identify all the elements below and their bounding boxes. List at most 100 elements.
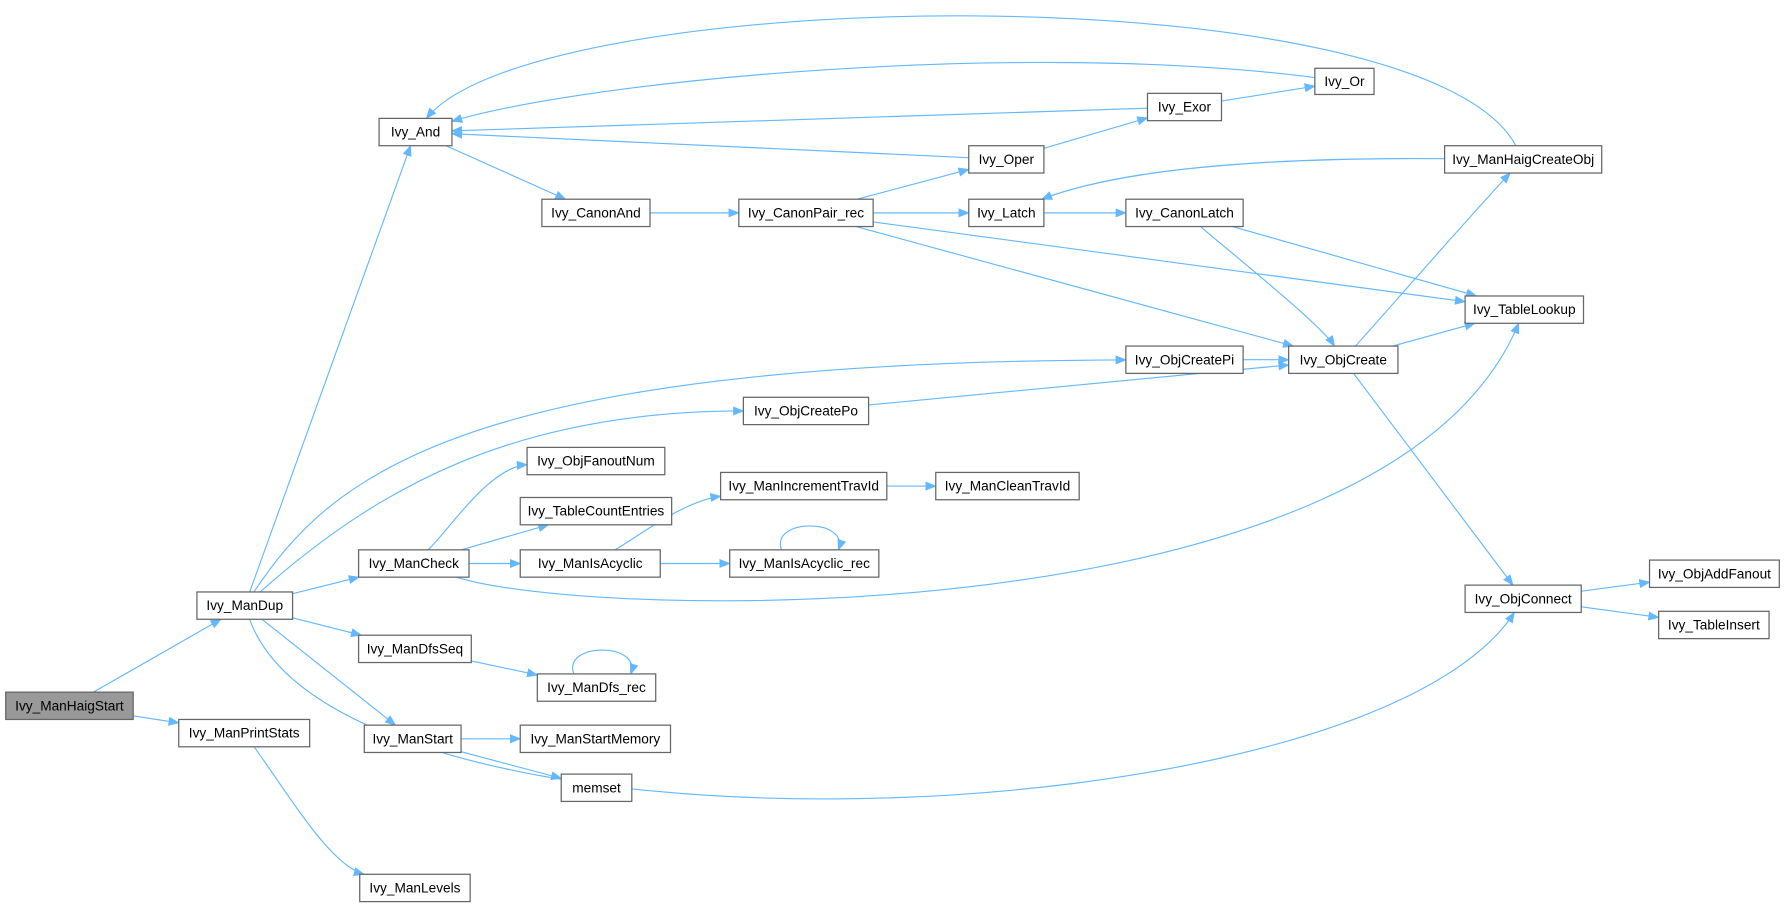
node-box: [519, 549, 661, 578]
node-TableCountEntries[interactable]: Ivy_TableCountEntries: [519, 496, 673, 526]
edge-Exor-to-Or: [1221, 83, 1316, 102]
edge-ManDfs_rec-to-ManDfs_rec: [572, 649, 639, 675]
node-label: Ivy_ManStartMemory: [530, 731, 660, 746]
node-ObjCreate[interactable]: Ivy_ObjCreate: [1288, 345, 1399, 375]
node-box: [1464, 295, 1585, 324]
node-box: [363, 724, 462, 754]
node-ObjCreatePi[interactable]: Ivy_ObjCreatePi: [1125, 345, 1244, 375]
node-ManDfs_rec[interactable]: Ivy_ManDfs_rec: [536, 673, 657, 702]
node-Latch[interactable]: Ivy_Latch: [968, 198, 1045, 228]
node-ObjFanoutNum[interactable]: Ivy_ObjFanoutNum: [526, 446, 666, 476]
node-label: Ivy_ObjAddFanout: [1658, 566, 1771, 581]
node-ObjConnect[interactable]: Ivy_ObjConnect: [1464, 584, 1582, 614]
node-label: Ivy_Oper: [979, 152, 1035, 167]
node-label: Ivy_ObjCreatePo: [754, 404, 858, 419]
node-label: Ivy_ManStart: [372, 731, 453, 746]
edge-ManDup-to-ManStart: [261, 618, 397, 726]
node-And[interactable]: Ivy_And: [378, 117, 453, 147]
edge-CanonPair_rec-to-ObjCreate: [855, 225, 1295, 348]
node-ManPrintStats[interactable]: Ivy_ManPrintStats: [178, 718, 311, 748]
edge-CanonPair_rec-to-TableLookup: [873, 221, 1467, 305]
node-box: [560, 773, 633, 803]
node-TableLookup[interactable]: Ivy_TableLookup: [1464, 295, 1585, 324]
edge-CanonLatch-to-ObjCreate: [1200, 226, 1336, 348]
edge-ObjCreate-to-ManHaigCreateObj: [1355, 172, 1511, 347]
node-box: [196, 591, 294, 620]
nodes-layer: Ivy_ManHaigStart Ivy_ManDupIvy_ManPrintSt…: [5, 67, 1780, 903]
node-label: Ivy_ManIsAcyclic_rec: [739, 556, 870, 571]
node-Oper[interactable]: Ivy_Oper: [968, 145, 1045, 174]
edge-ManIsAcyclic_rec-to-ManIsAcyclic_rec: [779, 525, 847, 551]
node-ManStart[interactable]: Ivy_ManStart: [363, 724, 462, 754]
node-label: Ivy_ManHaigCreateObj: [1452, 152, 1594, 167]
node-box: [1288, 345, 1399, 375]
edge-ObjConnect-to-ObjAddFanout: [1581, 579, 1651, 592]
node-box: [742, 396, 870, 426]
node-CanonAnd[interactable]: Ivy_CanonAnd: [541, 198, 651, 228]
node-box: [541, 198, 651, 228]
node-label: Ivy_TableInsert: [1668, 618, 1760, 633]
node-label: Ivy_ManCleanTravId: [945, 479, 1071, 494]
node-box: [1464, 584, 1582, 614]
edge-ManCheck-to-ObjFanoutNum: [427, 460, 529, 551]
node-ManDfsSeq[interactable]: Ivy_ManDfsSeq: [357, 634, 472, 664]
node-ObjCreatePo[interactable]: Ivy_ObjCreatePo: [742, 396, 870, 426]
node-ManStartMemory[interactable]: Ivy_ManStartMemory: [519, 724, 672, 754]
edge-ObjConnect-to-TableInsert: [1581, 606, 1660, 621]
edge-Exor-to-And: [450, 107, 1148, 136]
node-label: Ivy_ManCheck: [369, 556, 459, 571]
edge-ManCheck-to-TableLookup: [456, 322, 1520, 602]
node-ManIsAcyclic[interactable]: Ivy_ManIsAcyclic: [519, 549, 661, 578]
node-ManLevels[interactable]: Ivy_ManLevels: [359, 873, 471, 903]
edge-ObjCreate-to-ObjConnect: [1353, 373, 1514, 587]
node-box: [968, 198, 1045, 228]
edge-CanonLatch-to-TableLookup: [1232, 225, 1478, 298]
node-box: [719, 471, 888, 501]
node-label: Ivy_ManDfs_rec: [547, 680, 646, 695]
node-label: Ivy_ManIsAcyclic: [538, 556, 643, 571]
node-label: Ivy_ManPrintStats: [189, 726, 300, 741]
node-ManIsAcyclic_rec[interactable]: Ivy_ManIsAcyclic_rec: [729, 549, 880, 578]
node-box: [378, 117, 453, 147]
node-Or[interactable]: Ivy_Or: [1314, 67, 1375, 96]
node-ManIncrementTravId[interactable]: Ivy_ManIncrementTravId: [719, 471, 888, 501]
node-ObjAddFanout[interactable]: Ivy_ObjAddFanout: [1648, 559, 1780, 589]
edge-CanonPair_rec-to-Oper: [856, 167, 970, 200]
node-label: Ivy_Or: [1324, 74, 1365, 89]
node-memset[interactable]: memset: [560, 773, 633, 803]
node-ManCleanTravId[interactable]: Ivy_ManCleanTravId: [935, 471, 1080, 501]
node-label: Ivy_TableLookup: [1473, 302, 1576, 317]
node-ManHaigCreateObj[interactable]: Ivy_ManHaigCreateObj: [1443, 145, 1603, 174]
node-CanonLatch[interactable]: Ivy_CanonLatch: [1125, 198, 1244, 228]
node-label: Ivy_ManLevels: [369, 880, 460, 895]
node-box: [1658, 610, 1770, 640]
node-label: Ivy_ObjCreate: [1300, 352, 1387, 367]
node-box: [178, 718, 311, 748]
edge-ManDup-to-ManCheck: [292, 575, 361, 595]
node-Exor[interactable]: Ivy_Exor: [1146, 92, 1223, 122]
node-CanonPair_rec[interactable]: Ivy_CanonPair_rec: [738, 198, 874, 228]
node-ManHaigStart[interactable]: Ivy_ManHaigStart: [5, 691, 134, 721]
edge-Oper-to-Exor: [1043, 116, 1149, 149]
edge-Or-to-And: [450, 61, 1315, 123]
edge-ManDup-to-ObjCreatePi: [253, 355, 1128, 593]
edge-Oper-to-And: [450, 129, 969, 159]
node-box: [357, 634, 472, 664]
edge-ManDup-to-And: [249, 144, 412, 593]
node-label: Ivy_CanonPair_rec: [748, 205, 864, 220]
node-box: [738, 198, 874, 228]
node-box: [1125, 345, 1244, 375]
edge-ManDup-to-ManDfsSeq: [292, 617, 363, 638]
node-label: Ivy_CanonLatch: [1135, 205, 1234, 220]
edge-ManDup-to-ObjConnect: [249, 611, 1515, 800]
edges-layer: [93, 15, 1660, 877]
node-TableInsert[interactable]: Ivy_TableInsert: [1658, 610, 1770, 640]
node-ManDup[interactable]: Ivy_ManDup: [196, 591, 294, 620]
node-ManCheck[interactable]: Ivy_ManCheck: [357, 549, 470, 578]
node-label: Ivy_ManHaigStart: [15, 698, 124, 713]
node-box: [968, 145, 1045, 174]
node-box: [1125, 198, 1244, 228]
edge-ManHaigCreateObj-to-And: [425, 15, 1517, 146]
node-box: [1146, 92, 1223, 122]
